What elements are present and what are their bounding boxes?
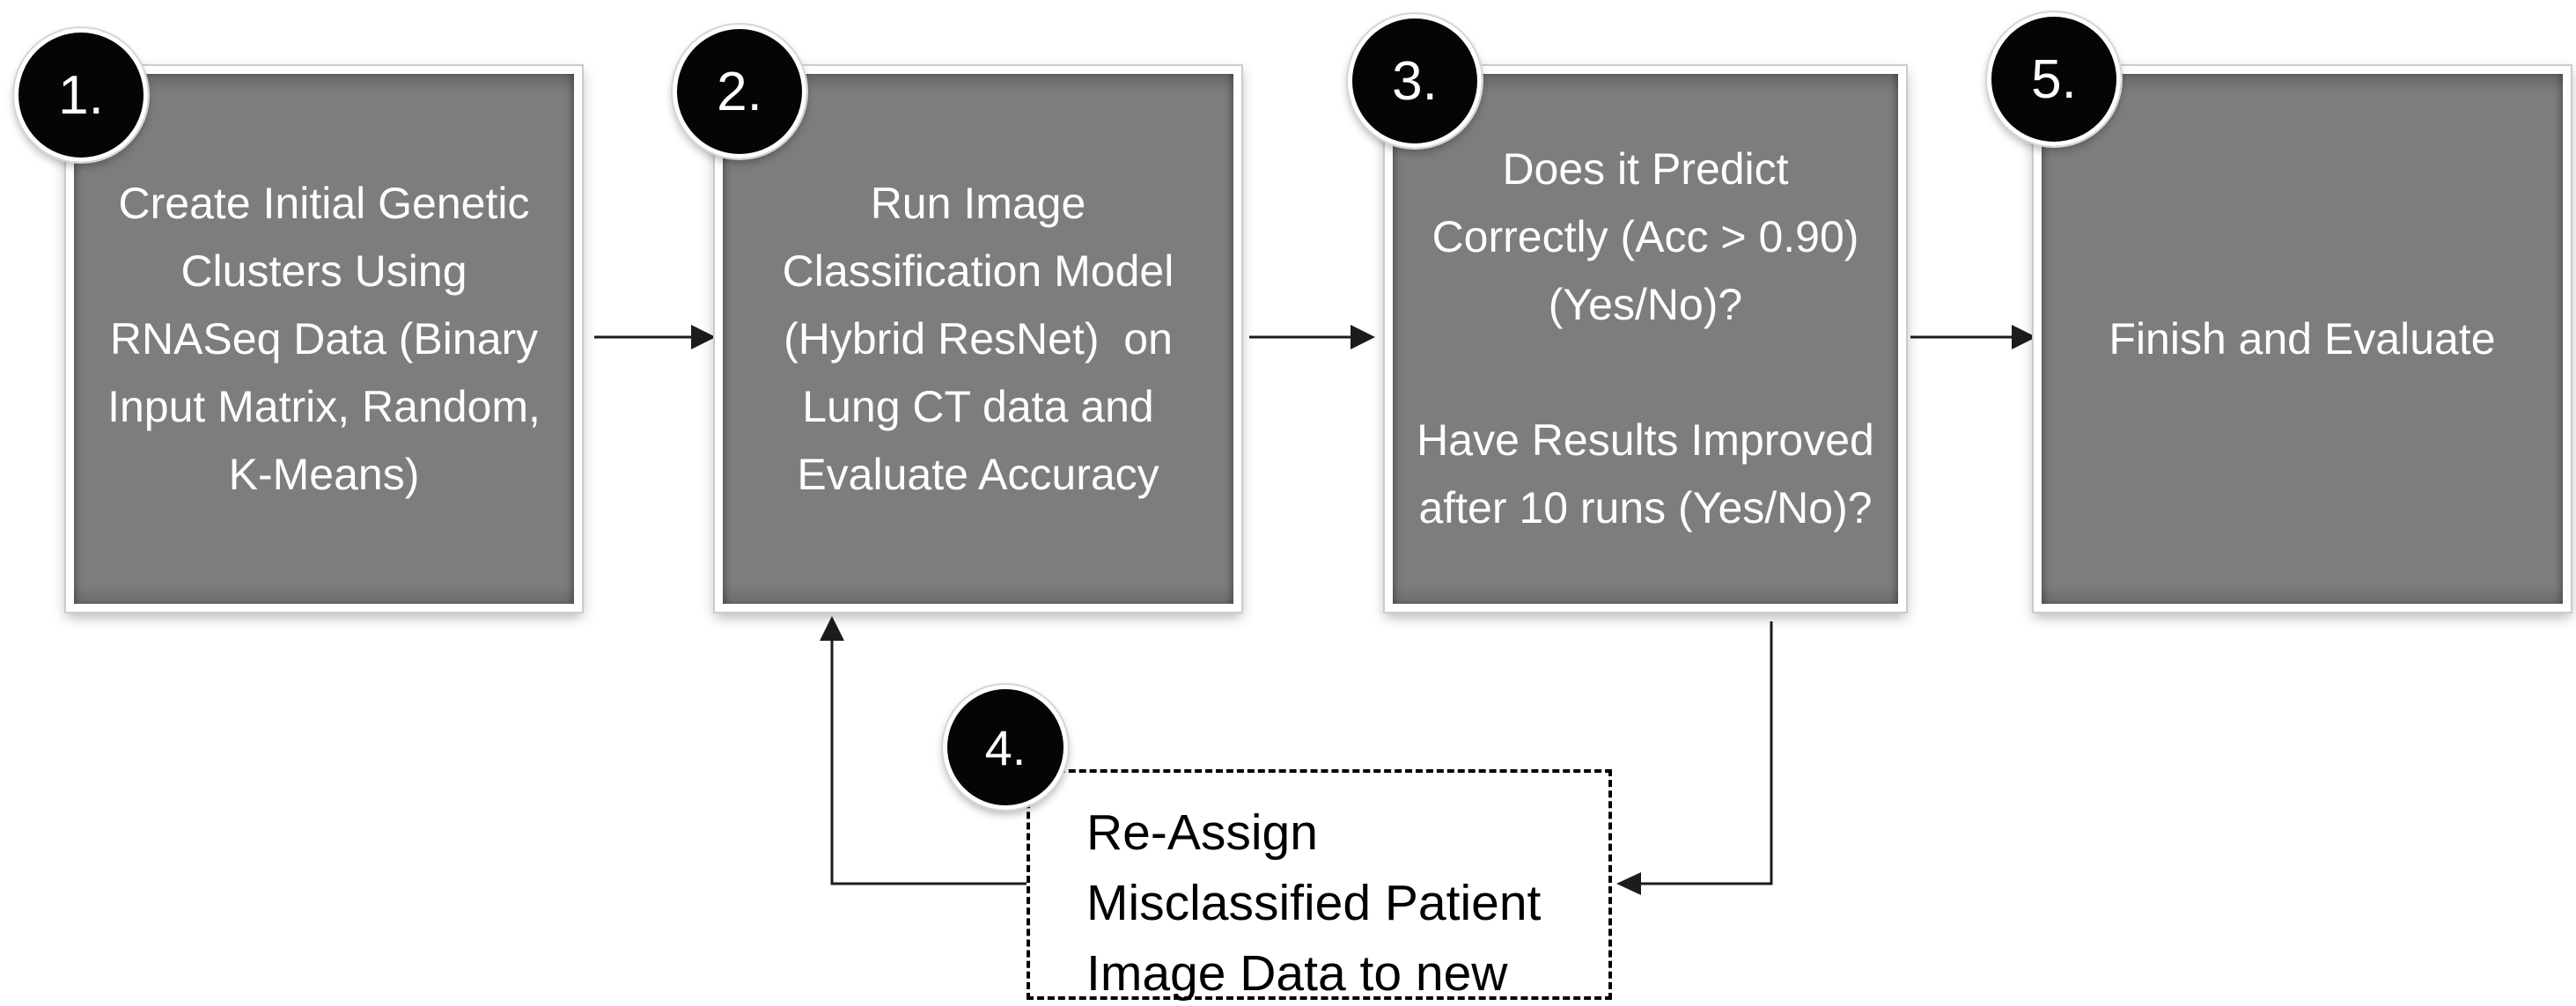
step-5-badge: 5. — [1985, 11, 2123, 148]
step-5-number: 5. — [2031, 48, 2077, 110]
arrowhead-3-to-4 — [1616, 872, 1641, 895]
step-1-label: Create Initial Genetic Clusters Using RN… — [107, 178, 553, 499]
step-2-number: 2. — [717, 61, 762, 122]
step-2-label: Run Image Classification Model (Hybrid R… — [782, 178, 1187, 499]
step-3-box: Does it Predict Correctly (Acc > 0.90) (… — [1383, 64, 1908, 613]
arrow-3-to-4 — [1641, 621, 1773, 885]
step-3-label-question-1: Does it Predict Correctly (Acc > 0.90) (… — [1432, 144, 1872, 329]
step-1-number: 1. — [58, 64, 104, 126]
arrowhead-2-to-3 — [1351, 325, 1375, 349]
step-5-box: Finish and Evaluate — [2032, 64, 2572, 613]
step-4-number: 4. — [984, 719, 1027, 775]
step-2-badge: 2. — [671, 23, 808, 160]
step-1-badge: 1. — [12, 26, 150, 164]
step-1-box: Create Initial Genetic Clusters Using RN… — [64, 64, 584, 613]
step-5-label: Finish and Evaluate — [2109, 313, 2496, 363]
step-2-box: Run Image Classification Model (Hybrid R… — [713, 64, 1243, 613]
step-3-label-question-2: Have Results Improved after 10 runs (Yes… — [1417, 415, 1887, 532]
step-4-box: Re-Assign Misclassified Patient Image Da… — [1027, 769, 1612, 1002]
arrowhead-4-to-2 — [820, 616, 844, 641]
step-4-label: Re-Assign Misclassified Patient Image Da… — [1086, 804, 1542, 1002]
arrowhead-1-to-2 — [691, 325, 716, 349]
arrow-4-to-2 — [830, 641, 1027, 885]
step-3-number: 3. — [1392, 50, 1438, 112]
arrowhead-3-to-5 — [2012, 325, 2036, 349]
step-3-badge: 3. — [1346, 12, 1483, 150]
step-4-badge: 4. — [941, 683, 1070, 811]
